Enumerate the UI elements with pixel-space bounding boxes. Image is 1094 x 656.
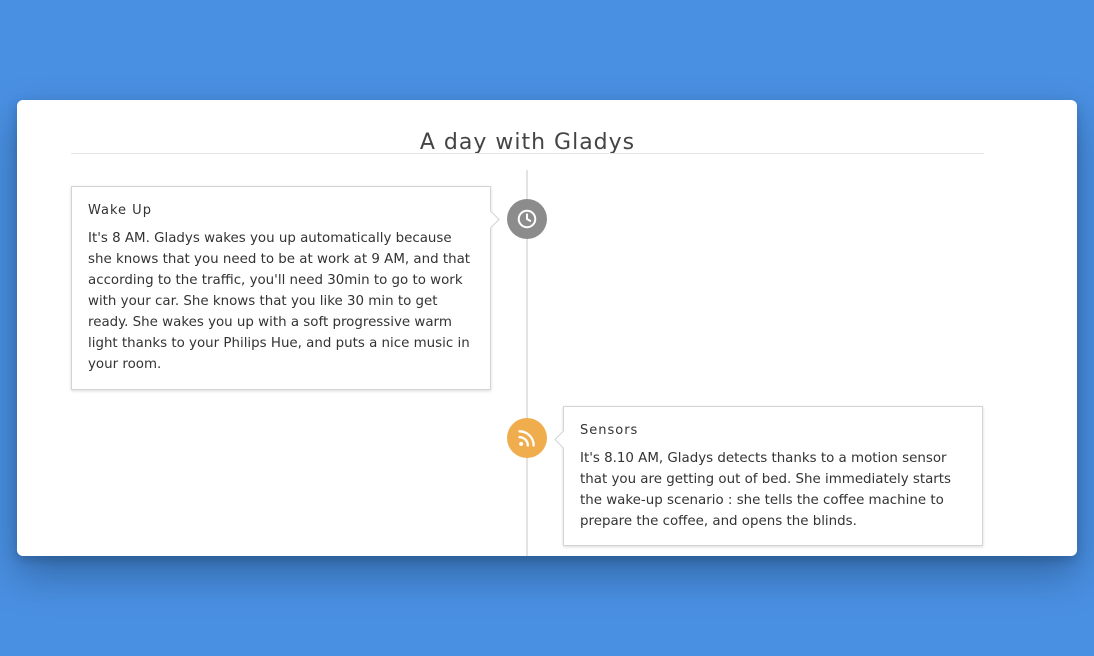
timeline-card: A day with Gladys Wake Up It's 8 AM. Gla… — [17, 100, 1077, 556]
timeline-event-sensors: Sensors It's 8.10 AM, Gladys detects tha… — [554, 406, 983, 546]
event-title: Sensors — [580, 423, 639, 438]
clock-icon — [517, 209, 537, 229]
event-body: It's 8 AM. Gladys wakes you up automatic… — [88, 231, 471, 372]
sensors-badge — [507, 418, 547, 458]
timeline-axis — [526, 170, 528, 556]
timeline-event-wake-up: Wake Up It's 8 AM. Gladys wakes you up a… — [71, 186, 500, 390]
page-title: A day with Gladys — [419, 130, 636, 156]
event-pointer — [481, 210, 500, 229]
rss-icon — [518, 430, 535, 447]
event-pointer — [554, 430, 573, 449]
event-body: It's 8.10 AM, Gladys detects thanks to a… — [580, 451, 952, 529]
clock-badge — [507, 199, 547, 239]
title-divider — [71, 153, 984, 154]
event-title: Wake Up — [88, 203, 152, 218]
